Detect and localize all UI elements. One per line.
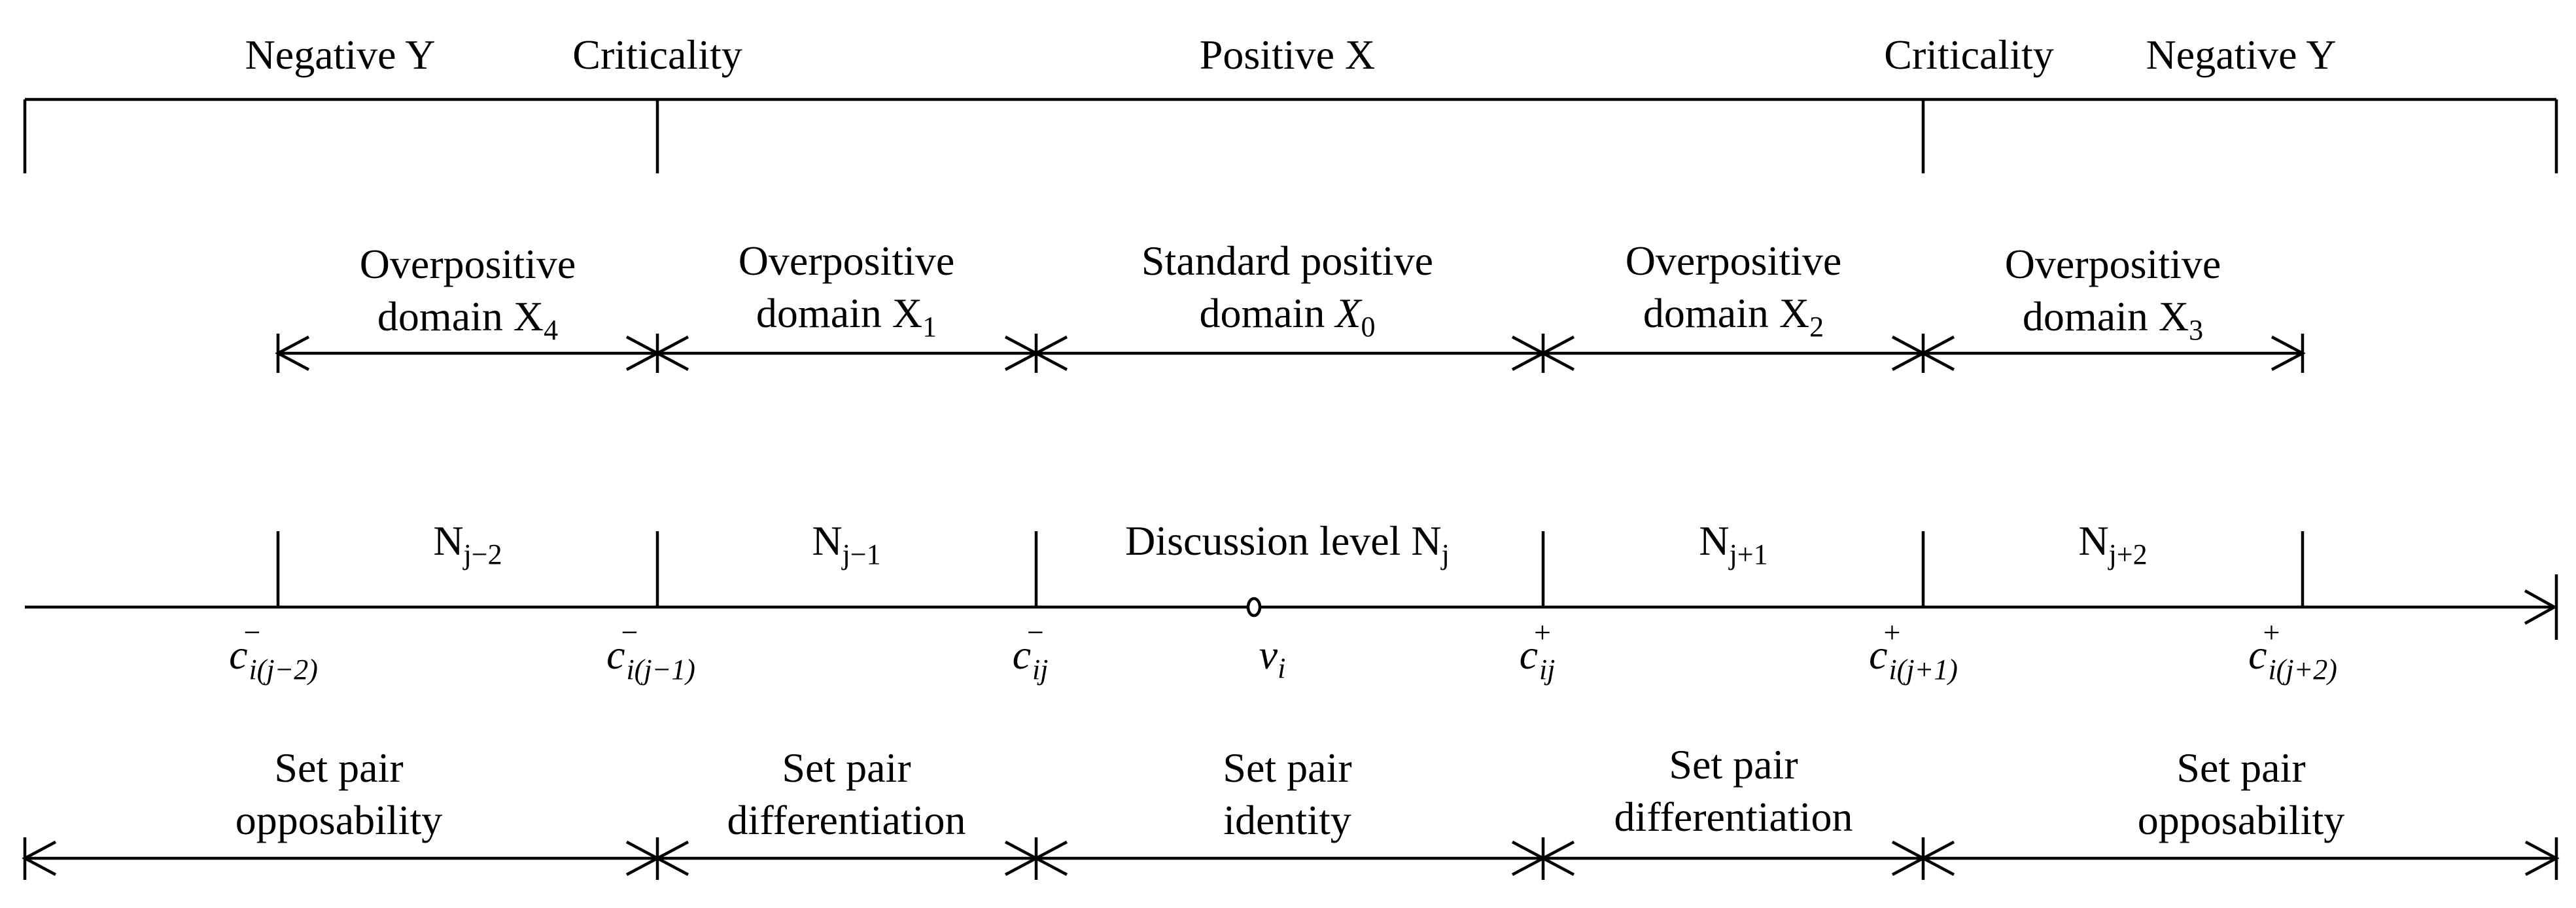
threshold-v-i: vi: [1259, 631, 1286, 684]
threshold-c-j-plus: c+ij: [1520, 616, 1556, 686]
level-n-jm1: Nj−1: [812, 517, 880, 570]
domain-x0-line2: domain X0: [1199, 290, 1375, 343]
arrowhead-icon: [1033, 336, 1068, 371]
level-n-jp1: Nj+1: [1699, 517, 1767, 570]
level-n-j: Discussion level Nj: [1125, 517, 1450, 570]
domain-x3-line2: domain X3: [2023, 293, 2203, 346]
domain-arrows: [275, 334, 2306, 373]
domain-x0-line1: Standard positive: [1141, 237, 1433, 284]
threshold-c-jm1: c−i(j−1): [606, 616, 695, 686]
arrowhead-icon: [1540, 336, 1575, 371]
top-bracket: [23, 97, 2558, 173]
label-negative-y-left: Negative Y: [245, 31, 436, 78]
arrowhead-icon: [1033, 841, 1068, 876]
domain-x3-line1: Overpositive: [2005, 241, 2221, 287]
arrowhead-icon: [654, 841, 689, 876]
set-pair-differentiation-right-line2: differentiation: [1614, 794, 1853, 840]
threshold-c-j-minus: c−ij: [1013, 616, 1049, 686]
set-pair-opposability-right-line2: opposability: [2138, 797, 2344, 843]
label-criticality-right: Criticality: [1884, 31, 2054, 78]
arrowhead-icon: [654, 336, 689, 371]
arrowhead-icon: [2271, 336, 2306, 371]
threshold-c-jp1: c+i(j+1): [1869, 616, 1958, 686]
set-pair-opposability-right-line1: Set pair: [2176, 744, 2305, 791]
set-pair-arrows: [22, 837, 2560, 880]
label-positive-x: Positive X: [1200, 31, 1375, 78]
threshold-c-jp2: c+i(j+2): [2248, 616, 2337, 686]
arrowhead-icon: [2524, 841, 2560, 876]
level-n-jm2: Nj−2: [433, 517, 502, 570]
arrowhead-icon: [275, 336, 310, 371]
domain-x2-line2: domain X2: [1643, 290, 1824, 343]
arrowhead-icon: [22, 841, 57, 876]
label-criticality-left: Criticality: [572, 31, 742, 78]
set-pair-identity-line1: Set pair: [1223, 744, 1351, 791]
set-pair-differentiation-left-line2: differentiation: [727, 797, 966, 843]
set-pair-differentiation-right-line1: Set pair: [1669, 741, 1798, 788]
domain-x1-line1: Overpositive: [739, 237, 955, 284]
domain-x4-line1: Overpositive: [360, 241, 576, 287]
arrowhead-icon: [1920, 841, 1955, 876]
set-pair-differentiation-left-line1: Set pair: [782, 744, 911, 791]
value-point-marker: [1246, 597, 1262, 618]
main-axis: [25, 531, 2558, 640]
level-n-jp2: Nj+2: [2078, 517, 2147, 570]
set-pair-identity-line2: identity: [1223, 797, 1351, 843]
set-pair-opposability-left-line2: opposability: [235, 797, 442, 843]
set-pair-opposability-left-line1: Set pair: [274, 744, 403, 791]
arrowhead-icon: [1920, 336, 1955, 371]
threshold-c-jm2: c−i(j−2): [229, 616, 318, 686]
domain-x2-line1: Overpositive: [1626, 237, 1842, 284]
label-negative-y-right: Negative Y: [2146, 31, 2337, 78]
domain-x4-line2: domain X4: [377, 293, 558, 346]
domain-x1-line2: domain X1: [756, 290, 937, 343]
axis-arrowhead-icon: [2524, 589, 2558, 625]
arrowhead-icon: [1540, 841, 1575, 876]
